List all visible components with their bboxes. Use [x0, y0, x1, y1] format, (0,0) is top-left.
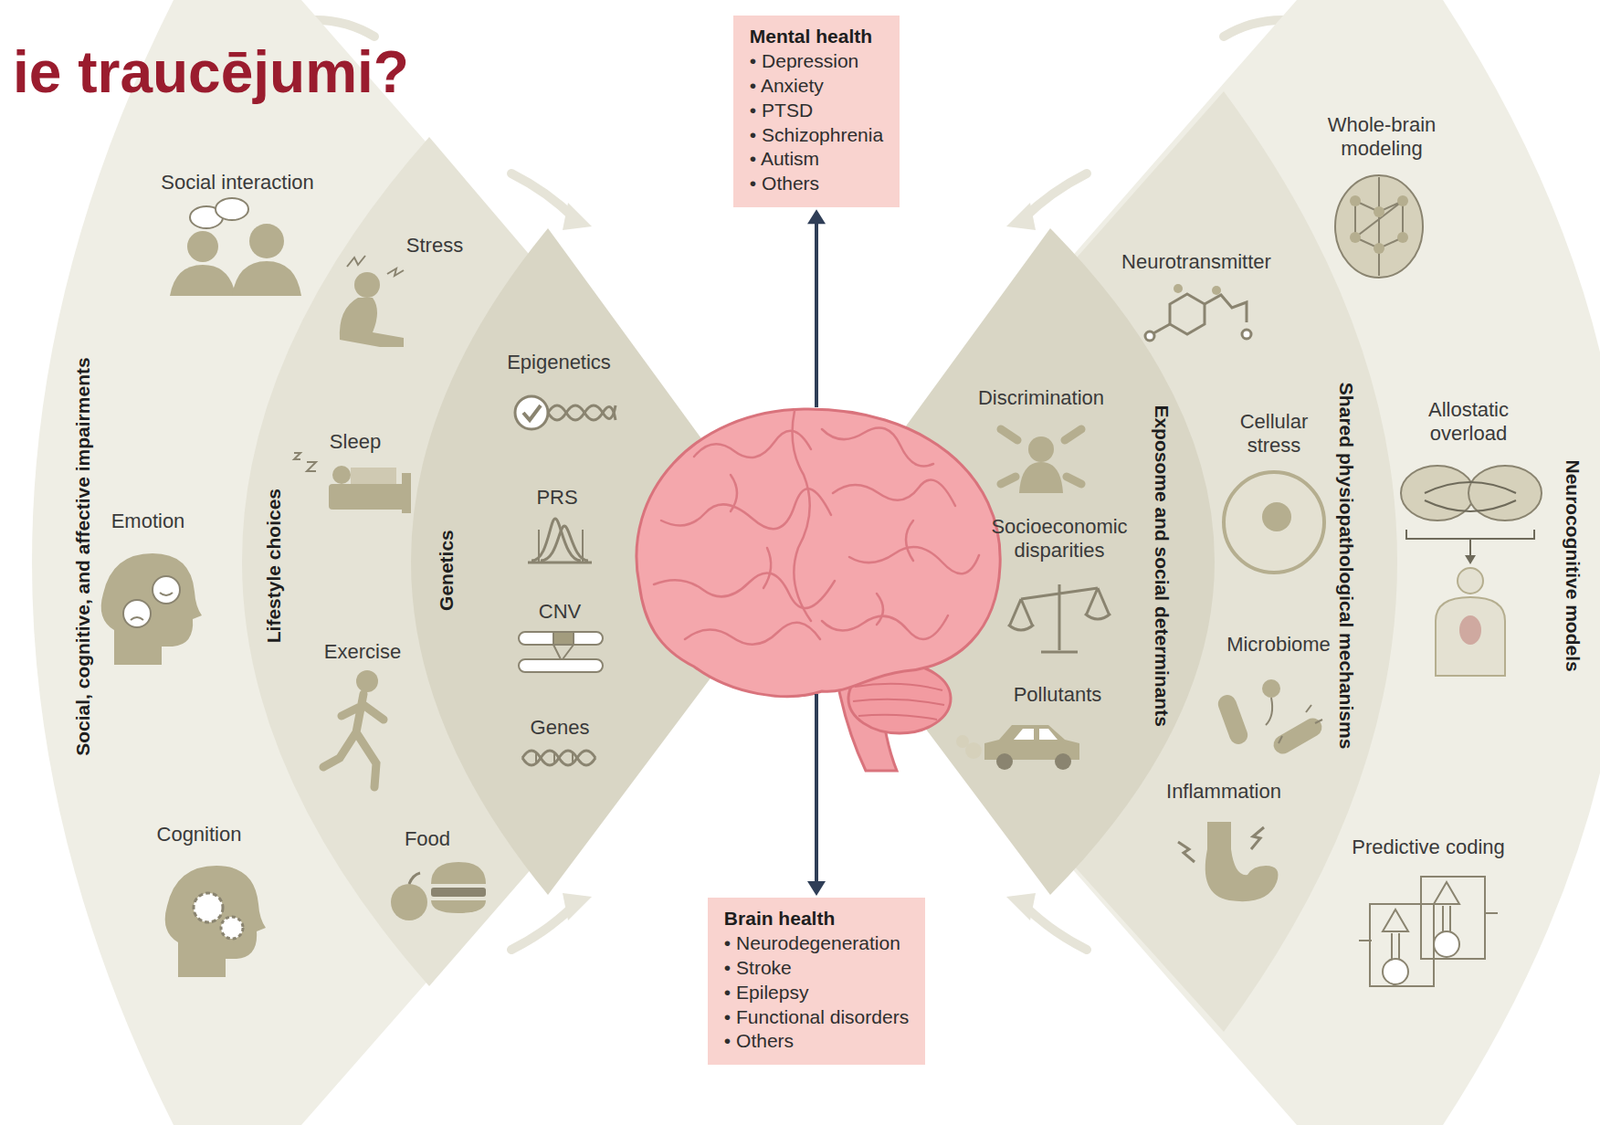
bullet-item: • Epilepsy [724, 980, 909, 1006]
bullet-item: • Functional disorders [724, 1005, 909, 1031]
bullet-item: • PTSD [749, 98, 884, 124]
item-label: Whole-brain modeling [1313, 113, 1451, 162]
discrimination-icon [1000, 429, 1082, 494]
item-label: Pollutants [998, 683, 1117, 707]
box-heading: Mental health [749, 24, 884, 50]
whole-brain-icon [1335, 175, 1423, 278]
item-label: Cellular stress [1223, 410, 1325, 459]
item-label: Emotion [84, 509, 212, 534]
item-label: CNV [523, 600, 597, 624]
cognition-icon [165, 865, 266, 978]
item-label: Predictive coding [1336, 835, 1520, 860]
band-label: Exposome and social determinants [1149, 405, 1173, 727]
item-label: Neurotransmitter [1109, 250, 1284, 274]
social-icon [169, 198, 302, 296]
outcome-box: Mental health• Depression• Anxiety• PTSD… [733, 15, 900, 208]
item-label: Allostatic overload [1400, 398, 1537, 447]
bullet-item: • Others [724, 1029, 909, 1054]
outcome-arrows [807, 209, 826, 896]
band-label: Shared physiopathological mechanisms [1335, 382, 1358, 749]
brain-illustration [636, 409, 1000, 771]
band-label: Neurocognitive models [1560, 460, 1584, 673]
outcome-box: Brain health• Neurodegeneration• Stroke•… [707, 897, 926, 1065]
neurotransmitter-icon [1145, 284, 1252, 341]
band-fill [803, 228, 1215, 895]
prs-icon [527, 518, 592, 563]
bullet-item: • Schizophrenia [749, 123, 884, 148]
item-label: PRS [520, 485, 594, 510]
scale-icon [1008, 584, 1111, 653]
item-label: Socioeconomic disparities [977, 515, 1142, 564]
slide-title: ie traucējumi? [12, 38, 410, 106]
item-label: Stress [379, 233, 490, 258]
allostatic-icon [1400, 465, 1542, 676]
item-label: Cognition [126, 822, 273, 847]
item-label: Inflammation [1155, 779, 1293, 804]
item-label: Genes [514, 715, 606, 740]
item-label: Social interaction [132, 170, 343, 195]
item-label: Discrimination [963, 386, 1119, 411]
band-label: Lifestyle choices [262, 488, 285, 643]
item-label: Exercise [307, 640, 418, 664]
exercise-icon [323, 670, 384, 788]
bullet-item: • Depression [749, 49, 884, 74]
stomach-icon [1178, 821, 1279, 902]
item-label: Epigenetics [490, 350, 628, 375]
bullet-item: • Neurodegeneration [724, 931, 909, 957]
sleep-icon [294, 452, 411, 514]
microbiome-icon [1215, 679, 1326, 758]
cell-icon [1223, 472, 1325, 573]
car-icon [956, 725, 1080, 770]
cnv-icon [518, 631, 603, 673]
bullet-item: • Stroke [724, 956, 909, 981]
predictive-coding-icon [1358, 876, 1498, 987]
epigenetics-icon [515, 396, 616, 430]
bullet-item: • Others [749, 171, 884, 197]
box-heading: Brain health [724, 906, 909, 932]
band-label: Genetics [433, 530, 457, 612]
band-label: Social, cognitive, and affective impairm… [70, 357, 94, 757]
emotion-icon [101, 553, 202, 665]
item-label: Food [381, 827, 474, 852]
bullet-item: • Autism [749, 147, 884, 172]
bullet-item: • Anxiety [749, 73, 884, 99]
food-icon [390, 862, 486, 921]
stress-icon [339, 255, 404, 348]
item-label: Sleep [309, 430, 401, 454]
item-label: Microbiome [1219, 632, 1338, 657]
genes-icon [522, 750, 596, 766]
